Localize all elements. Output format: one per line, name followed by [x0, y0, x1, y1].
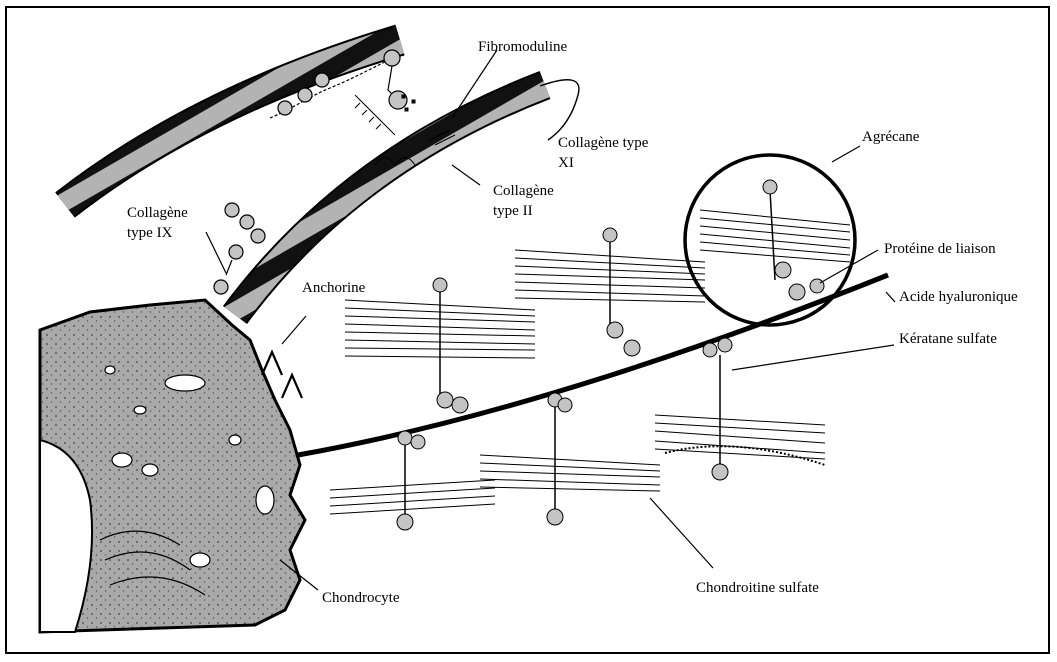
label-collagene-xi-line1: Collagène type — [558, 134, 648, 152]
aggrecan-monomers — [330, 228, 825, 530]
label-collagene-ii-line1: Collagène — [493, 182, 554, 200]
label-acide-hyaluronique: Acide hyaluronique — [899, 288, 1018, 306]
label-collagene-ix-line1: Collagène — [127, 204, 188, 222]
label-agrecane: Agrécane — [862, 128, 919, 146]
label-anchorine: Anchorine — [302, 279, 365, 297]
label-keratane-sulfate: Kératane sulfate — [899, 330, 997, 348]
label-chondroitine-sulfate: Chondroitine sulfate — [696, 579, 819, 597]
label-fibromoduline: Fibromoduline — [478, 38, 567, 56]
leader-lines — [206, 50, 895, 590]
label-collagene-ix-line2: type IX — [127, 224, 172, 242]
label-proteine-de-liaison: Protéine de liaison — [884, 240, 996, 258]
collagen-fiber-lower — [235, 85, 545, 315]
aggrecan-magnified — [700, 180, 850, 300]
label-collagene-ii-line2: type II — [493, 202, 533, 220]
label-collagene-xi-line2: XI — [558, 154, 574, 172]
label-chondrocyte: Chondrocyte — [322, 589, 399, 607]
